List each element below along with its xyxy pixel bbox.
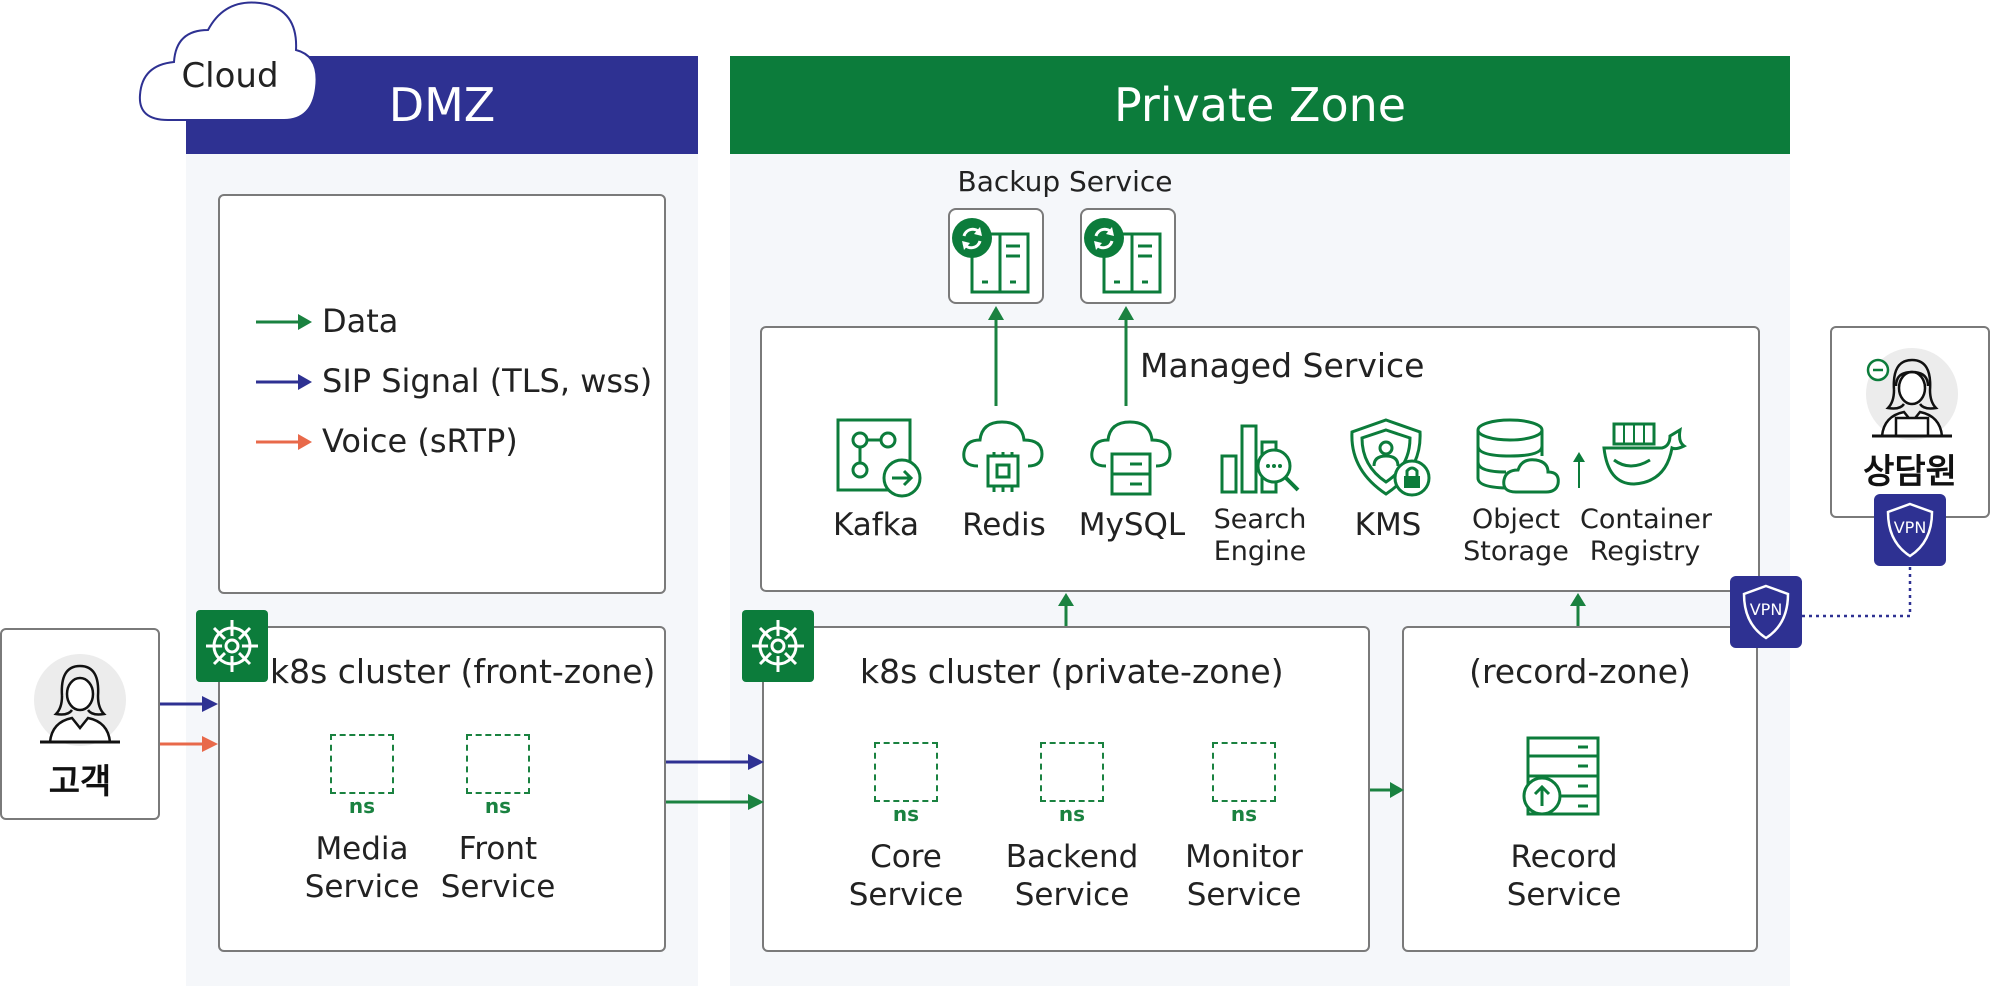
private-cluster-box xyxy=(762,626,1370,952)
mysql-icon xyxy=(1090,420,1172,496)
legend-sip-arrow xyxy=(256,374,312,390)
backend-service-line1: Backend xyxy=(1005,839,1139,875)
backend-service-ns-box xyxy=(1040,742,1104,802)
record-service-line2: Service xyxy=(1506,877,1622,913)
managed-service-title: Managed Service xyxy=(1140,346,1425,385)
legend-voice-arrow xyxy=(256,434,312,450)
record-zone-box xyxy=(1402,626,1758,952)
front-service-ns-box xyxy=(466,734,530,794)
legend-data-arrow xyxy=(256,314,312,330)
core-service-line2: Service xyxy=(848,877,964,913)
media-service-line2: Service xyxy=(304,869,420,905)
container-registry-icon xyxy=(1602,422,1687,486)
kafka-icon xyxy=(836,418,922,498)
helm-wheel-icon xyxy=(206,620,258,672)
record-service-line1: Record xyxy=(1510,839,1618,875)
core-service-line1: Core xyxy=(870,839,942,875)
helm-wheel-icon xyxy=(752,620,804,672)
monitor-service-line1: Monitor xyxy=(1185,839,1303,875)
legend-box xyxy=(218,194,666,594)
object-storage-line1: Object xyxy=(1472,504,1560,535)
front-service-line2: Service xyxy=(440,869,556,905)
agent-label: 상담원 xyxy=(1863,452,1957,492)
cluster-vpn-label: VPN xyxy=(1749,600,1783,619)
object-storage-line2: Storage xyxy=(1463,536,1569,567)
object-storage-icon xyxy=(1476,418,1560,494)
legend-sip-label: SIP Signal (TLS, wss) xyxy=(322,362,653,400)
customer-voice-arrow xyxy=(160,736,218,752)
redis-backup-arrow xyxy=(988,306,1004,406)
container-registry-line1: Container xyxy=(1580,504,1712,535)
front-cluster-title: k8s cluster (front-zone) xyxy=(270,652,656,691)
front-k8s-badge xyxy=(196,610,268,682)
core-service-ns-label: ns xyxy=(892,802,920,826)
media-service-line1: Media xyxy=(315,831,409,867)
dmz-title: DMZ xyxy=(388,78,496,132)
private-cluster-title: k8s cluster (private-zone) xyxy=(860,652,1284,691)
vpn-dotted-line xyxy=(1802,566,1912,618)
shield-icon xyxy=(1742,584,1790,640)
agent-icon xyxy=(1866,348,1958,440)
agent-vpn-label: VPN xyxy=(1893,518,1927,537)
monitor-service-ns-label: ns xyxy=(1230,802,1258,826)
mysql-backup-arrow xyxy=(1118,306,1134,406)
cluster-vpn-badge: VPN xyxy=(1730,576,1802,648)
kms-icon xyxy=(1350,418,1431,497)
customer-label: 고객 xyxy=(48,762,112,802)
agent-vpn-badge: VPN xyxy=(1874,494,1946,566)
cloud-icon xyxy=(138,1,318,121)
monitor-service-ns-box xyxy=(1212,742,1276,802)
legend-data-label: Data xyxy=(322,302,399,340)
media-service-ns-label: ns xyxy=(348,794,376,818)
backup-redis-icon xyxy=(952,218,1030,294)
private-k8s-badge xyxy=(742,610,814,682)
record-to-managed-arrow xyxy=(1570,593,1586,626)
front-service-ns-label: ns xyxy=(484,794,512,818)
legend-voice-label: Voice (sRTP) xyxy=(322,422,518,460)
small-up-arrow-icon xyxy=(1573,452,1585,488)
cloud-label: Cloud xyxy=(181,56,279,96)
monitor-service-line2: Service xyxy=(1186,877,1302,913)
backend-service-ns-label: ns xyxy=(1058,802,1086,826)
private-zone-title: Private Zone xyxy=(1113,78,1407,132)
redis-icon xyxy=(962,420,1044,492)
core-service-ns-box xyxy=(874,742,938,802)
container-registry-line2: Registry xyxy=(1589,536,1701,567)
front-cluster-box xyxy=(218,626,666,952)
front-to-private-sip-arrow xyxy=(666,754,764,770)
kafka-label: Kafka xyxy=(832,507,920,543)
record-server-icon xyxy=(1522,736,1600,816)
backup-service-title: Backup Service xyxy=(957,165,1173,198)
redis-label: Redis xyxy=(962,507,1046,543)
customer-sip-arrow xyxy=(160,696,218,712)
private-to-managed-arrow xyxy=(1058,593,1074,626)
private-zone-header: Private Zone xyxy=(730,56,1790,154)
media-service-ns-box xyxy=(330,734,394,794)
backup-mysql-icon xyxy=(1084,218,1162,294)
customer-icon xyxy=(34,654,126,746)
front-to-private-data-arrow xyxy=(666,794,764,810)
shield-icon xyxy=(1886,502,1934,558)
search-engine-line2: Engine xyxy=(1213,536,1307,567)
record-zone-title: (record-zone) xyxy=(1469,652,1691,691)
search-engine-line1: Search xyxy=(1213,504,1307,535)
mysql-label: MySQL xyxy=(1078,507,1186,543)
search-engine-icon xyxy=(1220,424,1300,494)
private-to-record-arrow xyxy=(1370,782,1404,798)
front-service-line1: Front xyxy=(458,831,538,867)
backend-service-line2: Service xyxy=(1014,877,1130,913)
kms-label: KMS xyxy=(1354,507,1422,543)
